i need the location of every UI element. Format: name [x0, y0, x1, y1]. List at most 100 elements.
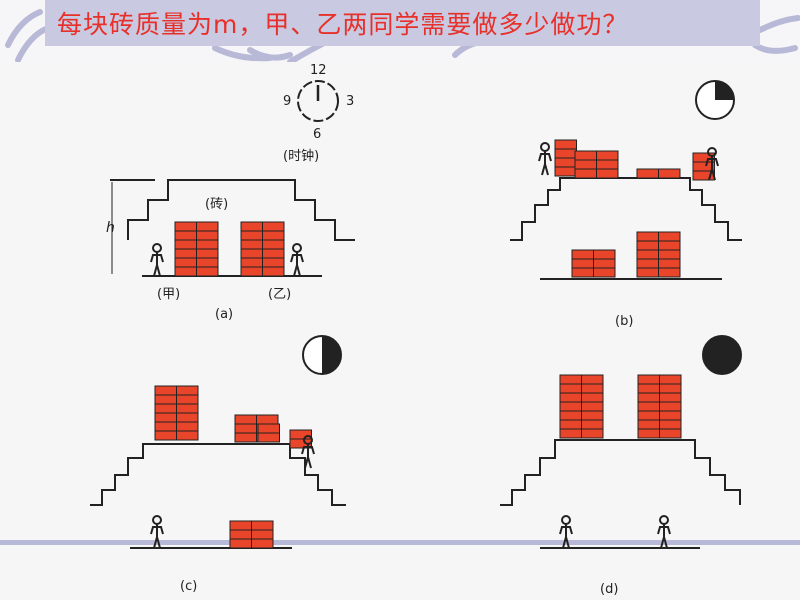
- brick: [196, 230, 219, 241]
- stairs-d: [500, 439, 741, 506]
- brick: [196, 257, 219, 268]
- brick: [593, 267, 616, 278]
- brick: [659, 419, 682, 430]
- brick: [234, 432, 257, 443]
- brick: [251, 529, 274, 540]
- brick: [658, 240, 681, 251]
- stairs-a-platform: [127, 179, 355, 241]
- brick: [240, 230, 263, 241]
- brick: [581, 401, 604, 412]
- brick: [554, 139, 577, 150]
- brick: [581, 419, 604, 430]
- brick: [559, 428, 582, 439]
- brick: [637, 410, 660, 421]
- brick: [571, 267, 594, 278]
- brick: [581, 374, 604, 385]
- brick: [596, 150, 619, 161]
- brick: [658, 231, 681, 242]
- brick: [559, 419, 582, 430]
- brick: [593, 249, 616, 260]
- brick: [196, 266, 219, 277]
- brick: [658, 258, 681, 269]
- brick: [176, 385, 199, 396]
- person-figure: [538, 142, 552, 176]
- brick: [262, 239, 285, 250]
- brick: [240, 266, 263, 277]
- brick: [659, 374, 682, 385]
- brick: [581, 392, 604, 403]
- clock-icon-c: [302, 335, 342, 375]
- brick: [571, 258, 594, 269]
- brick: [636, 258, 659, 269]
- caption-a: (a): [215, 307, 233, 322]
- brick: [154, 421, 177, 432]
- title-banner: 每块砖质量为m，甲、乙两同学需要做多少做功？: [45, 0, 760, 46]
- brick: [240, 239, 263, 250]
- brick: [196, 239, 219, 250]
- clock-caption: (时钟): [283, 148, 319, 164]
- clock-label-12: 12: [310, 63, 327, 78]
- brick: [262, 230, 285, 241]
- brick: [174, 266, 197, 277]
- brick: [257, 423, 280, 434]
- brick-label: (砖): [205, 197, 228, 212]
- person-label-jia: (甲): [157, 287, 180, 302]
- brick: [240, 257, 263, 268]
- clocks: [297, 80, 742, 375]
- brick: [257, 432, 280, 443]
- brick: [174, 248, 197, 259]
- stairs-c: [90, 443, 346, 506]
- brick: [554, 157, 577, 168]
- brick: [289, 429, 312, 440]
- brick: [559, 374, 582, 385]
- stairs-b: [510, 177, 742, 241]
- brick: [176, 403, 199, 414]
- brick: [154, 403, 177, 414]
- brick: [251, 538, 274, 549]
- caption-d: (d): [600, 582, 618, 597]
- brick: [559, 383, 582, 394]
- brick: [229, 520, 252, 531]
- brick: [174, 230, 197, 241]
- brick: [659, 410, 682, 421]
- person-figure: [150, 243, 164, 277]
- brick: [240, 221, 263, 232]
- brick: [596, 159, 619, 170]
- brick: [262, 248, 285, 259]
- person-figure: [657, 515, 671, 549]
- brick: [637, 419, 660, 430]
- brick: [637, 392, 660, 403]
- brick: [658, 168, 681, 179]
- person-figure: [559, 515, 573, 549]
- brick: [637, 383, 660, 394]
- brick: [581, 428, 604, 439]
- brick: [637, 374, 660, 385]
- brick: [596, 168, 619, 179]
- brick: [636, 168, 659, 179]
- brick: [262, 257, 285, 268]
- person-figure: [290, 243, 304, 277]
- people: [150, 142, 719, 549]
- person-figure: [150, 515, 164, 549]
- brick: [581, 410, 604, 421]
- clock-label-9: 9: [283, 94, 291, 109]
- brick: [176, 421, 199, 432]
- person-figure: [301, 435, 315, 469]
- person-label-yi: (乙): [268, 287, 291, 302]
- brick: [234, 414, 257, 425]
- brick: [658, 267, 681, 278]
- brick: [196, 248, 219, 259]
- brick: [659, 428, 682, 439]
- brick: [174, 221, 197, 232]
- brick: [154, 430, 177, 441]
- caption-c: (c): [180, 579, 197, 594]
- clock-icon-d: [702, 335, 742, 375]
- clock-icon: [297, 80, 339, 122]
- brick: [659, 383, 682, 394]
- height-label: h: [106, 220, 115, 236]
- brick: [581, 383, 604, 394]
- brick: [659, 401, 682, 412]
- brick: [256, 414, 279, 425]
- person-figure: [705, 147, 719, 181]
